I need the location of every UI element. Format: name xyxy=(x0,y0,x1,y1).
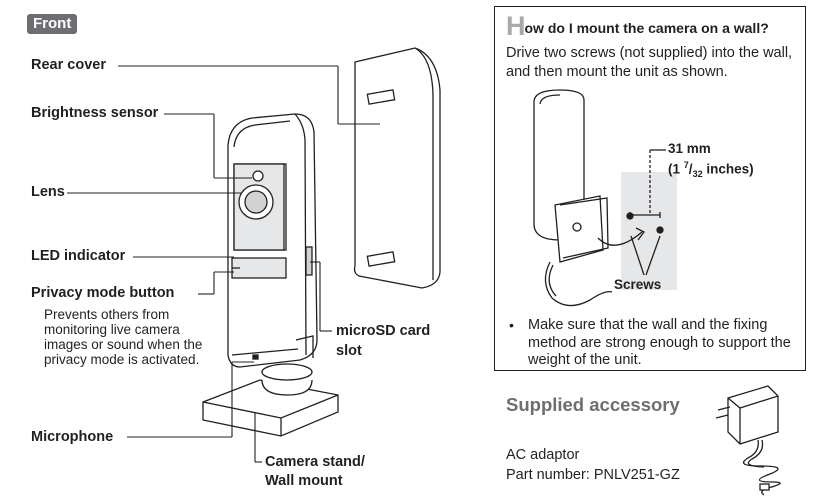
wall-mount-box xyxy=(494,6,806,371)
screw-distance: 31 mm (1 7/32 inches) xyxy=(668,140,754,183)
wall-mount-illustration xyxy=(533,89,677,307)
label-microsd-line2: slot xyxy=(336,343,362,359)
screw-distance-mm: 31 mm xyxy=(668,141,711,156)
label-brightness-sensor: Brightness sensor xyxy=(31,105,159,121)
camera-stand-illustration xyxy=(202,363,339,437)
title-drop-cap: H xyxy=(506,11,525,41)
accessory-title: Supplied accessory xyxy=(506,394,680,415)
wall-mount-title: How do I mount the camera on a wall? xyxy=(506,11,769,42)
inch-suffix: inches) xyxy=(706,161,754,177)
label-led-indicator: LED indicator xyxy=(31,248,126,264)
screws-label: Screws xyxy=(614,277,662,292)
inch-numerator: 7 xyxy=(683,160,689,170)
label-stand-line1: Camera stand/ xyxy=(265,454,365,470)
bullet-marker: • xyxy=(509,317,514,333)
ac-adaptor-illustration xyxy=(715,385,781,496)
front-tag: Front xyxy=(27,14,78,34)
title-text: ow do I mount the camera on a wall? xyxy=(524,20,769,36)
accessory-name: AC adaptor xyxy=(506,447,580,463)
inch-denominator: 32 xyxy=(692,169,703,180)
inch-prefix: (1 xyxy=(668,161,681,177)
camera-body-illustration xyxy=(227,113,318,368)
wall-mount-instructions: Drive two screws (not supplied) into the… xyxy=(506,45,793,80)
label-lens: Lens xyxy=(31,184,65,200)
rear-cover-illustration xyxy=(353,47,441,289)
privacy-description: Prevents others from monitoring live cam… xyxy=(44,307,203,367)
leader-lines xyxy=(67,65,380,463)
label-microsd-line1: microSD card xyxy=(336,323,431,339)
label-privacy-mode-button: Privacy mode button xyxy=(31,285,175,301)
wall-strength-note: Make sure that the wall and the fixing m… xyxy=(528,317,791,368)
label-microphone: Microphone xyxy=(31,429,114,445)
accessory-part-number: Part number: PNLV251-GZ xyxy=(506,467,680,483)
screw-distance-inch: (1 7/32 inches) xyxy=(668,160,754,180)
label-stand-line2: Wall mount xyxy=(265,473,343,489)
label-rear-cover: Rear cover xyxy=(31,57,106,73)
